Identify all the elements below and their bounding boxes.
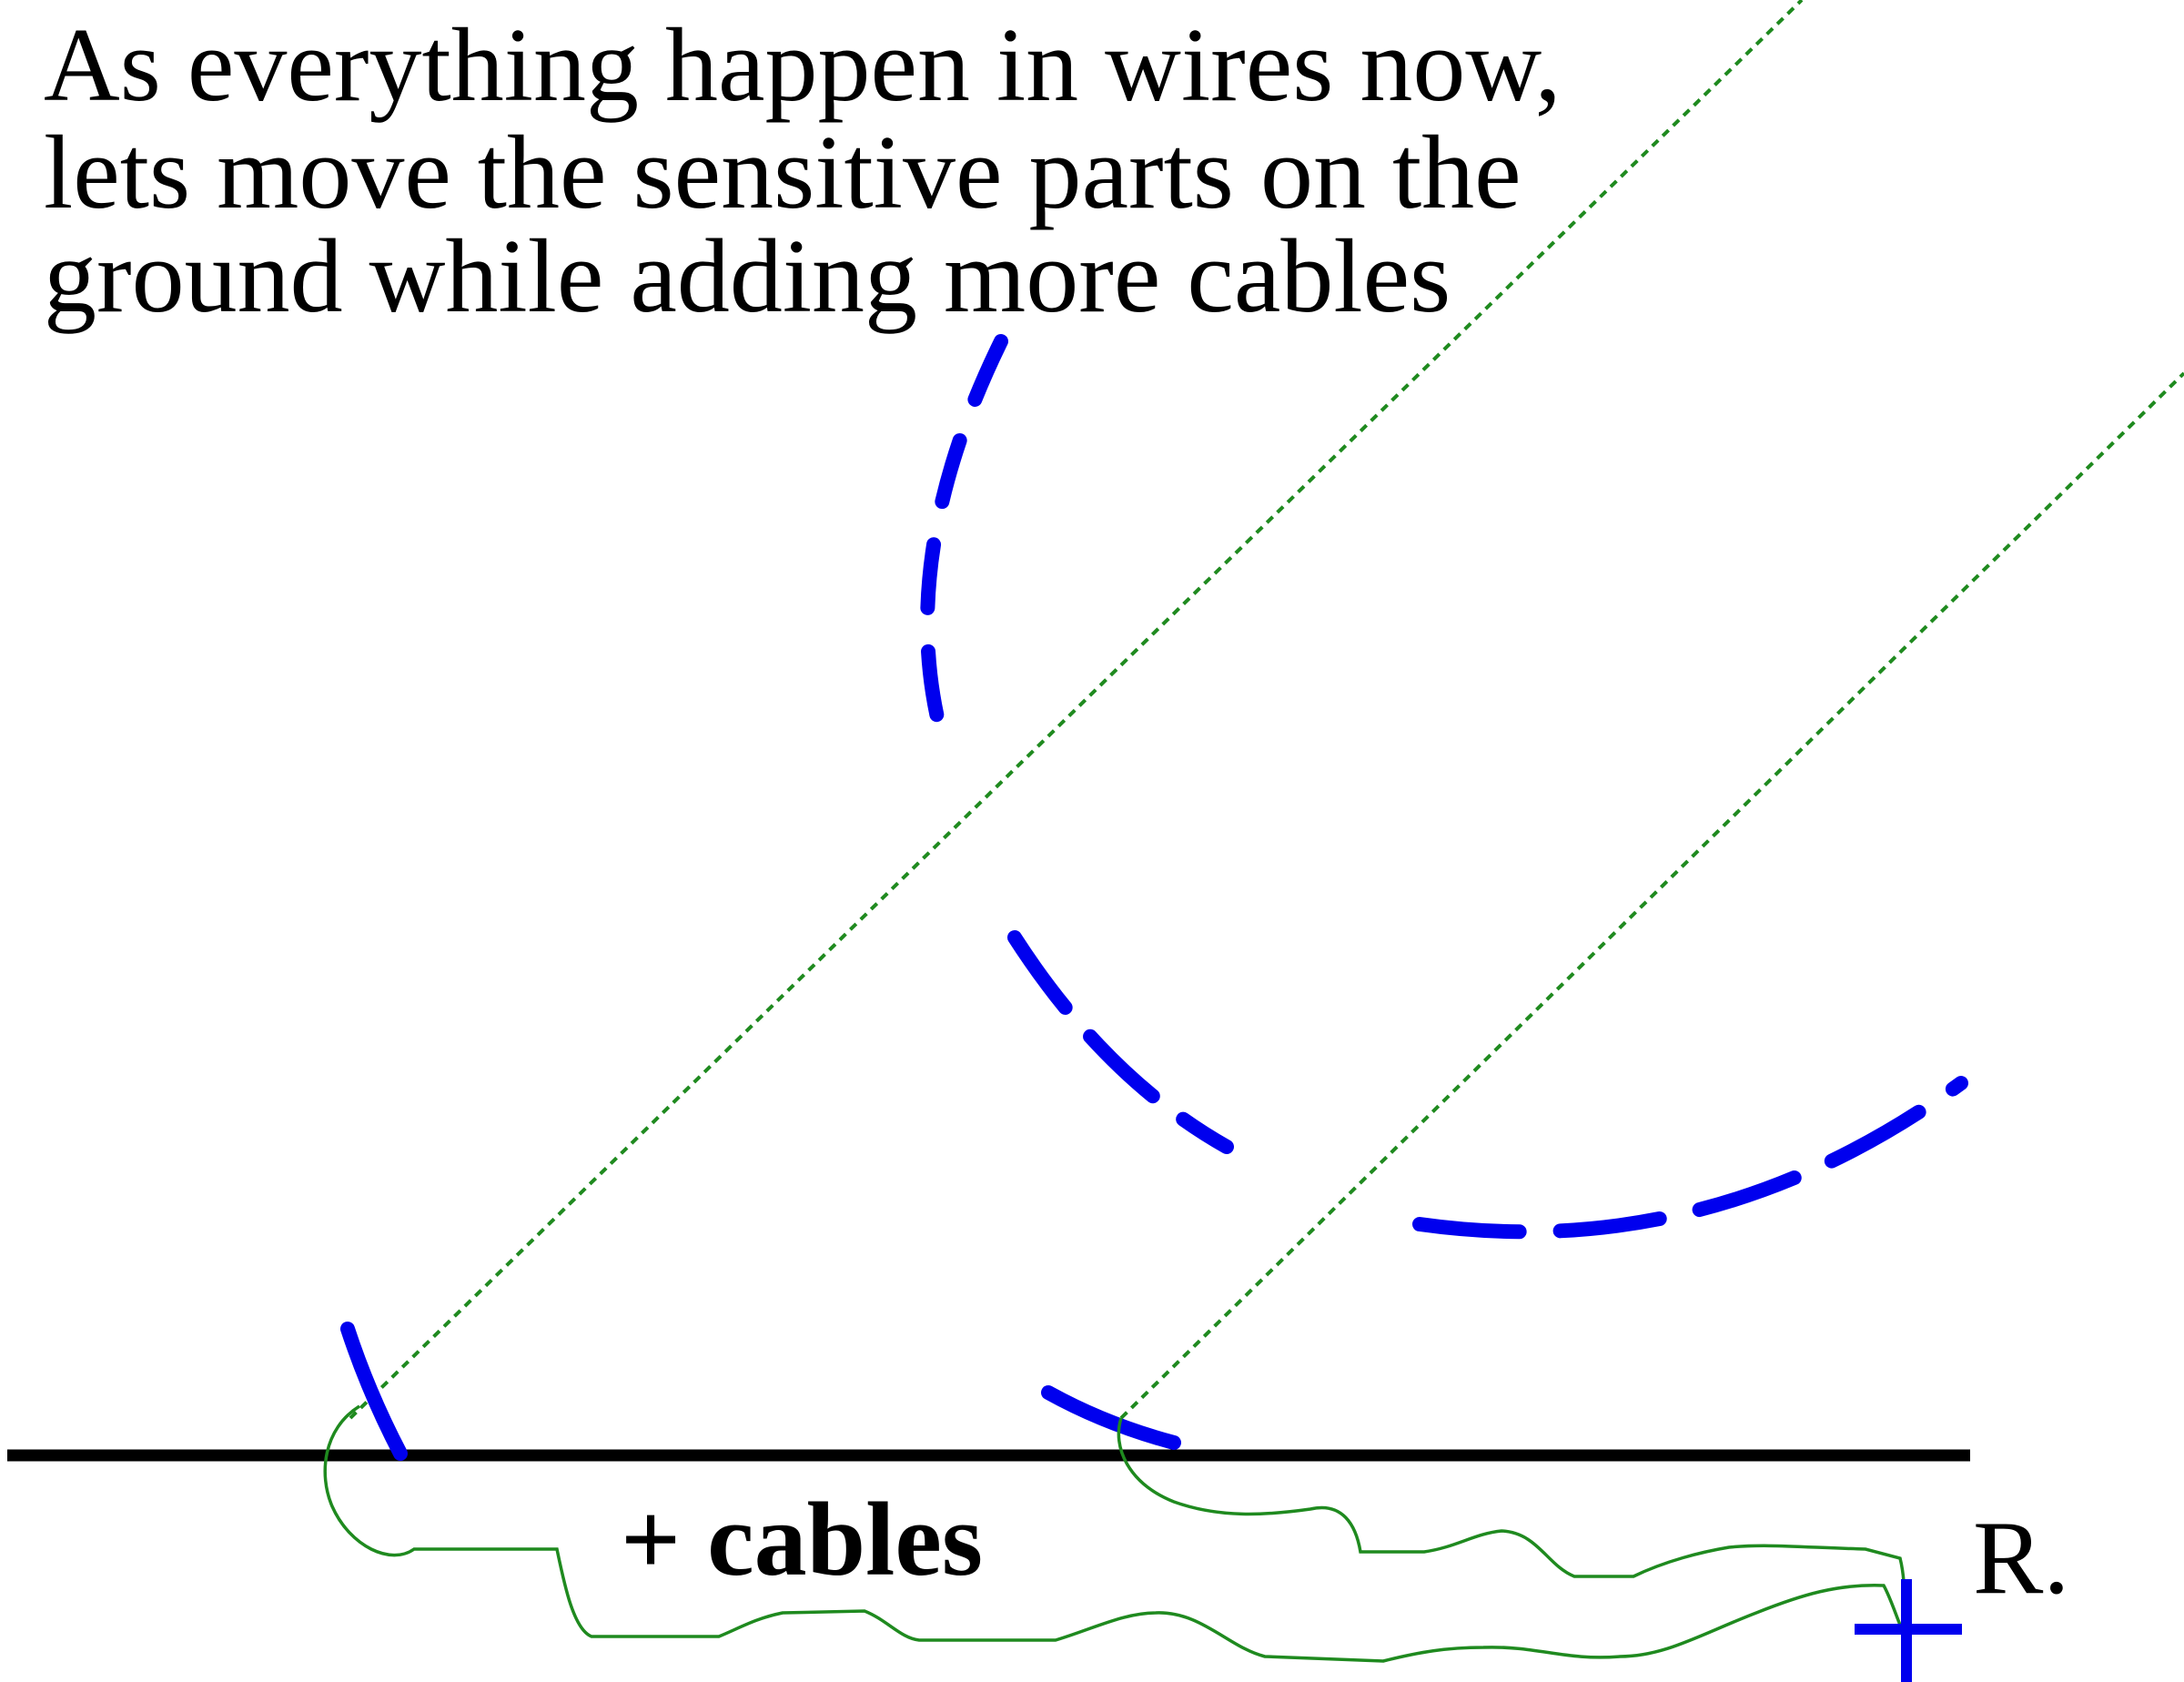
cable-right	[1117, 1417, 1908, 1639]
caption-line-3: ground while adding more cables	[44, 218, 1451, 335]
cables-label: + cables	[621, 1482, 983, 1598]
caption-line-2: lets move the sensitive parts on the	[44, 115, 1522, 231]
plus-icon	[1855, 1579, 1962, 1682]
caption-line-1: As everything happen in wires now,	[44, 7, 1562, 124]
receiver-label: R.	[1973, 1500, 2069, 1616]
cable-left	[323, 1404, 1908, 1663]
ray-1	[349, 0, 1804, 1420]
wavefront-upper	[920, 334, 1008, 754]
ray-2	[1119, 371, 2184, 1420]
wavefront-middle	[1007, 930, 1234, 1154]
wavefront-ground-right	[1041, 1385, 1181, 1450]
wavefront-right	[1412, 1076, 1968, 1240]
wavefront-ground-left	[340, 1322, 408, 1461]
